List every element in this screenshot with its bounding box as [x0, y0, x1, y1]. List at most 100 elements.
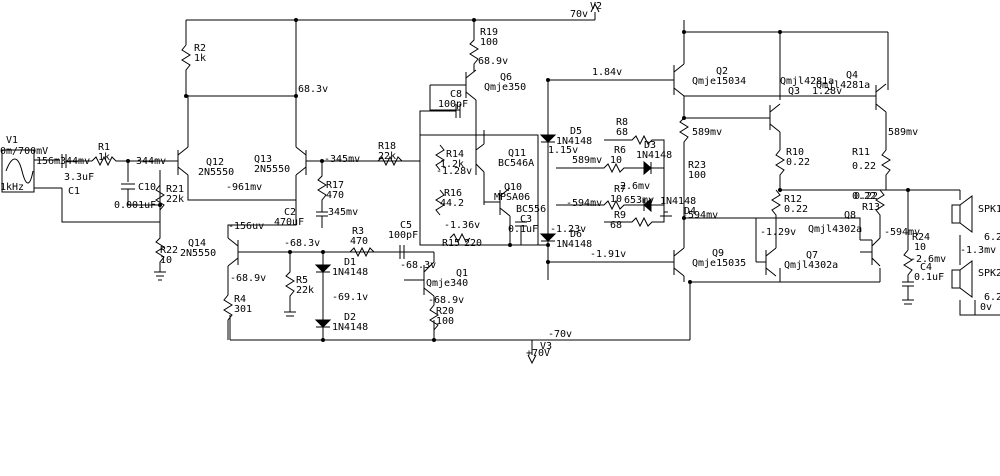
- probe-neg26: -2.6mv: [910, 254, 946, 265]
- probe-022: 0.22: [852, 191, 876, 202]
- q10-ref: Q10: [504, 182, 522, 193]
- r8-ref: R8: [616, 117, 628, 128]
- probe-589c: 589mv: [888, 127, 918, 138]
- c8-value: 100pF: [438, 99, 468, 110]
- q12-value: 2N5550: [198, 167, 234, 178]
- q13-ref: Q13: [254, 154, 272, 165]
- q3-ref: Q3: [788, 86, 800, 97]
- component-labels: V1 0m/700mV 1kHz R1 1k 3.3uF C1 C10 0.00…: [0, 1, 1000, 359]
- r8-value: 68: [616, 127, 628, 138]
- c1-value: 3.3uF: [64, 172, 94, 183]
- q6-value: Qmje350: [484, 82, 526, 93]
- r19-ref: R19: [480, 27, 498, 38]
- q6-ref: Q6: [500, 72, 512, 83]
- d2-ref: D2: [344, 312, 356, 323]
- r14-ref: R14: [446, 149, 464, 160]
- probe-neg689b: -68.9v: [428, 295, 464, 306]
- r22-value: 10: [160, 255, 172, 266]
- q1-value: Qmje340: [426, 278, 468, 289]
- v1-source: [1, 149, 62, 193]
- v3-value: +70V: [526, 348, 550, 359]
- r2-ref: R2: [194, 43, 206, 54]
- junction-dots: [126, 18, 910, 342]
- probe-neg70v: -70v: [548, 329, 572, 340]
- q3-value: Qmjl4281a: [780, 76, 834, 87]
- d5-ref: D5: [570, 126, 582, 137]
- q7-ref: Q7: [806, 250, 818, 261]
- v1-ref: V1: [6, 135, 18, 146]
- d6-value: 1N4148: [556, 239, 592, 250]
- r14-value: 1.2k: [440, 159, 464, 170]
- probe-70v: 70v: [570, 9, 588, 20]
- q11-ref: Q11: [508, 148, 526, 159]
- probe-128v: 1.28v: [812, 86, 842, 97]
- r11-value: 0.22: [852, 161, 876, 172]
- r10-value: 0.22: [786, 157, 810, 168]
- c5-value: 100pF: [388, 230, 418, 241]
- q14-ref: Q14: [188, 238, 206, 249]
- probe-115: 1.15v: [548, 145, 578, 156]
- q2-ref: Q2: [716, 66, 728, 77]
- r7-value: 10: [610, 194, 622, 205]
- input-bias: [61, 161, 166, 281]
- q10-value: MPSA06: [494, 192, 530, 203]
- r3-value: 470: [350, 236, 368, 247]
- q14-value: 2N5550: [180, 248, 216, 259]
- probe-neg683b: -68.3v: [400, 260, 436, 271]
- c2-ref: C2: [284, 207, 296, 218]
- r9-ref: R9: [614, 210, 626, 221]
- q10-value-2: BC556: [516, 204, 546, 215]
- v1-freq: 1kHz: [0, 182, 24, 193]
- c4-value: 0.1uF: [914, 272, 944, 283]
- probe-neg691: -69.1v: [332, 292, 368, 303]
- c10-value: 0.001uF: [114, 200, 156, 211]
- probe-689: 68.9v: [478, 56, 508, 67]
- negative-rail: [229, 268, 881, 365]
- vbe-multiplier: [419, 130, 548, 246]
- c1-capacitor: [61, 154, 92, 168]
- d5-value: 1N4148: [556, 136, 592, 147]
- d4-ref: D4: [684, 206, 696, 217]
- r6-value: 10: [610, 155, 622, 166]
- v2-ref: V2: [590, 1, 602, 12]
- r24-ref: R24: [912, 232, 930, 243]
- positive-rail: [185, 2, 889, 100]
- probe-0v: 0v: [980, 302, 992, 313]
- probe-156m: 156m: [36, 156, 60, 167]
- r21-value: 22k: [166, 194, 184, 205]
- r3-ref: R3: [352, 226, 364, 237]
- q1-transistor: [404, 252, 439, 331]
- probe-neg13: -1.3mv: [960, 245, 996, 256]
- q13-value: 2N5550: [254, 164, 290, 175]
- d4-value: 1N4148: [660, 196, 696, 207]
- q9-transistor: [660, 190, 685, 282]
- c10-ref: C10: [138, 182, 156, 193]
- v3-ref: V3: [540, 341, 552, 352]
- bias-diodes: [272, 245, 434, 340]
- probe-128: -1.28v: [436, 166, 472, 177]
- r18-ref: R18: [378, 141, 396, 152]
- probe-123: -1.23v: [550, 224, 586, 235]
- r5-value: 22k: [296, 285, 314, 296]
- probe-labels: 70v -70v 156m 344mv -344mv -961mv 68.3v …: [36, 9, 996, 340]
- q6-transistor: [419, 28, 479, 200]
- r17-ref: R17: [326, 180, 344, 191]
- v1-value: 0m/700mV: [0, 146, 48, 157]
- probe-neg594b: -594mv: [682, 210, 718, 221]
- r6-ref: R6: [614, 145, 626, 156]
- r13-ref: R13: [862, 202, 880, 213]
- r2-value: 1k: [194, 53, 206, 64]
- d1-value: 1N4148: [332, 267, 368, 278]
- c8-ref: C8: [450, 89, 462, 100]
- probe-345b: 345mv: [328, 207, 358, 218]
- q13-transistor: [295, 70, 316, 200]
- spk1-value: 6.2: [984, 232, 1000, 243]
- r24-value: 10: [914, 242, 926, 253]
- r15-value: 220: [464, 238, 482, 249]
- r1-ref: R1: [98, 142, 110, 153]
- probe-589b: 589mv: [692, 127, 722, 138]
- r10-ref: R10: [786, 147, 804, 158]
- r16-ref: R16: [444, 188, 462, 199]
- r20-ref: R20: [436, 306, 454, 317]
- spk2-value: 6.2: [984, 292, 1000, 303]
